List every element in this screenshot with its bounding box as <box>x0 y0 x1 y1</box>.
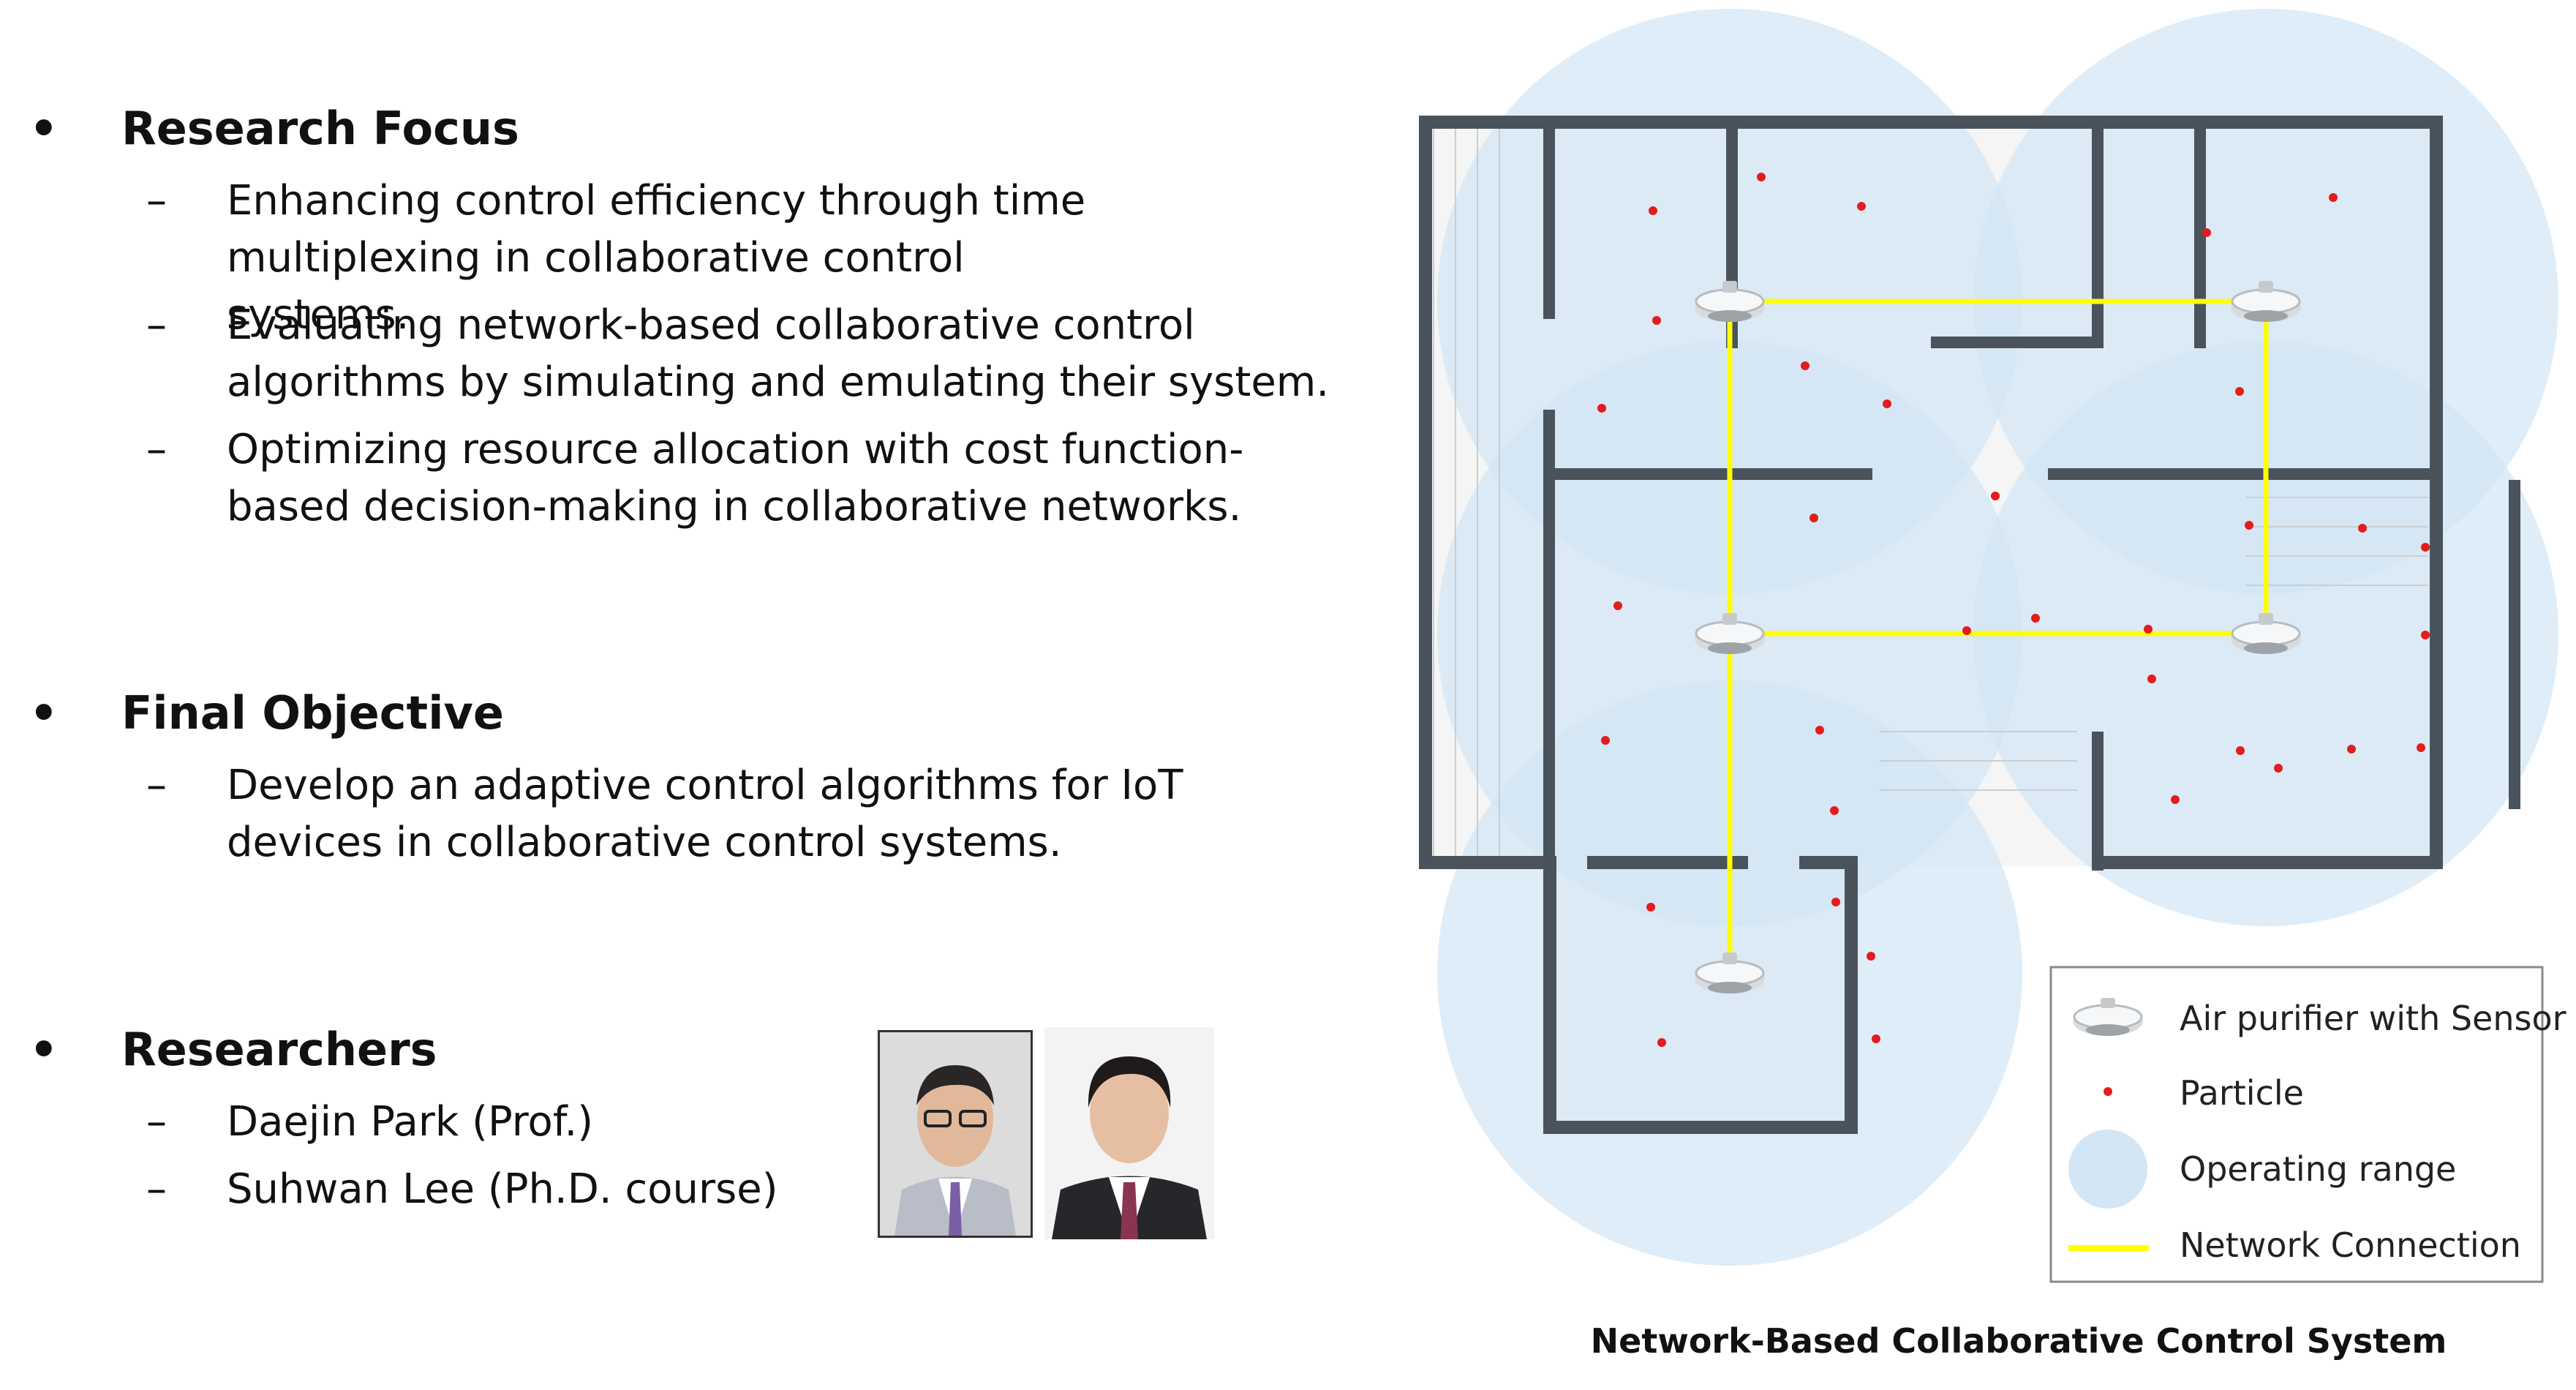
air-purifier-vent <box>1708 642 1752 654</box>
particle-dot <box>1649 206 1657 215</box>
air-purifier-icon <box>2231 281 2301 322</box>
particle-dot <box>1801 361 1809 370</box>
air-purifier-mount <box>1722 953 1737 964</box>
network-links <box>1727 298 2269 973</box>
particle-dot <box>2147 675 2156 683</box>
particle-dot <box>1809 514 1818 522</box>
air-purifier-vent <box>1708 310 1752 322</box>
legend-connection-label: Network Connection <box>2180 1225 2521 1265</box>
legend-particle-dot <box>2104 1087 2112 1096</box>
air-purifier-mount <box>1722 613 1737 625</box>
air-purifier-mount <box>2259 281 2273 293</box>
particle-dot <box>1601 736 1610 745</box>
particle-dot <box>2274 764 2283 773</box>
particle-dot <box>2347 745 2356 754</box>
particles <box>1597 173 2430 1047</box>
air-purifier-icon <box>1695 281 1765 322</box>
particle-dot <box>1991 492 2000 500</box>
air-purifier-body <box>2231 620 2301 647</box>
particle-dot <box>1597 404 1606 413</box>
walls <box>1419 116 2520 1134</box>
section-heading: •Researchers <box>29 1023 437 1076</box>
particle-dot <box>1831 898 1840 906</box>
legend-purifier-icon <box>2073 998 2143 1036</box>
particle-dot <box>2031 614 2040 623</box>
particle-dot <box>2245 521 2253 530</box>
particle-dot <box>1652 316 1661 325</box>
particle-dot <box>1867 952 1875 961</box>
particle-dot <box>1857 202 1866 211</box>
legend-purifier-label: Air purifier with Sensor <box>2180 999 2566 1038</box>
particle-dot <box>2171 795 2180 804</box>
particle-dot <box>2421 543 2430 552</box>
researcher-photo-2 <box>1044 1027 1214 1239</box>
floorplan-diagram: Air purifier with Sensor Particle Operat… <box>1419 9 2566 1283</box>
air-purifier-body <box>1695 960 1765 986</box>
particle-dot <box>2144 625 2153 634</box>
air-purifier-vent <box>2244 642 2288 654</box>
air-purifier-icon <box>2231 613 2301 654</box>
air-purifier-body <box>1695 288 1765 315</box>
legend-range-circle <box>2068 1130 2147 1209</box>
particle-dot <box>2236 746 2245 755</box>
particle-dot <box>1657 1038 1666 1047</box>
particle-dot <box>2417 743 2425 752</box>
particle-dot <box>2202 228 2211 237</box>
legend: Air purifier with Sensor Particle Operat… <box>2049 966 2566 1283</box>
air-purifier-icon <box>1695 613 1765 654</box>
air-purifier-vent <box>2244 310 2288 322</box>
researcher-photo-1 <box>878 1030 1033 1238</box>
air-purifier-body <box>1695 620 1765 647</box>
particle-dot <box>2329 193 2338 202</box>
particle-dot <box>1646 903 1655 912</box>
air-purifiers <box>1695 281 2301 993</box>
legend-particle-label: Particle <box>2180 1073 2304 1113</box>
particle-dot <box>2421 631 2430 639</box>
section-heading: •Final Objective <box>29 686 504 740</box>
particle-dot <box>1872 1034 1880 1043</box>
diagram-caption: Network-Based Collaborative Control Syst… <box>1590 1321 2447 1361</box>
air-purifier-vent <box>1708 982 1752 993</box>
section-heading: •Research Focus <box>29 102 519 155</box>
portrait-1-svg <box>880 1032 1031 1236</box>
particle-dot <box>1815 726 1824 735</box>
portrait-2-svg <box>1044 1027 1214 1239</box>
air-purifier-mount <box>2259 613 2273 625</box>
air-purifier-mount <box>1722 281 1737 293</box>
particle-dot <box>1613 601 1622 610</box>
legend-range-label: Operating range <box>2180 1149 2456 1189</box>
floor-hatching <box>1433 124 2428 856</box>
particle-dot <box>1962 626 1971 635</box>
particle-dot <box>1757 173 1766 181</box>
air-purifier-icon <box>1695 953 1765 993</box>
particle-dot <box>1883 399 1891 408</box>
particle-dot <box>1830 806 1839 815</box>
air-purifier-body <box>2231 288 2301 315</box>
particle-dot <box>2235 387 2244 396</box>
particle-dot <box>2358 524 2367 533</box>
